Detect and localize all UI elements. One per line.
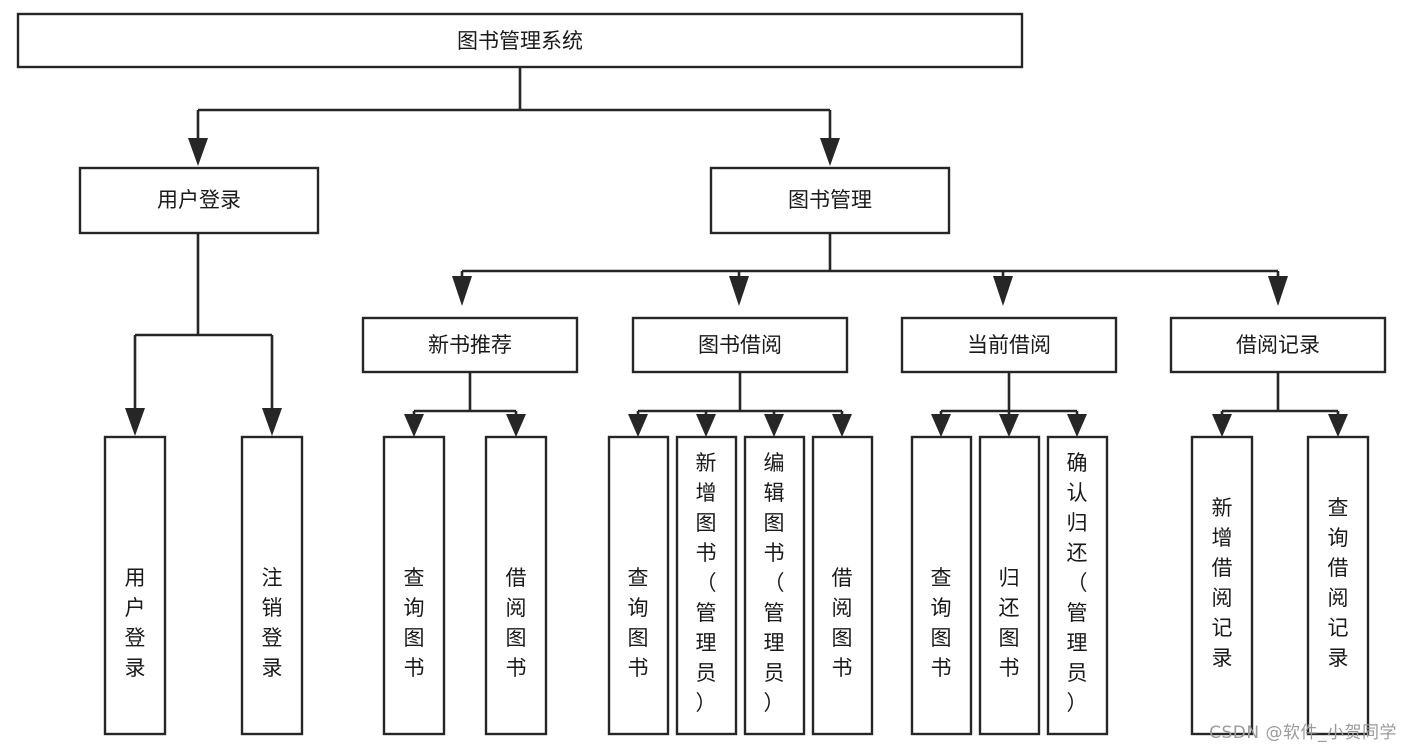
node-leaf-add-record[interactable]: 新增借阅记录 — [1190, 435, 1254, 736]
node-leaf-confirm-return-label: 确认归还（管理员） — [1067, 451, 1088, 715]
node-book-manage-box[interactable] — [709, 166, 951, 235]
node-leaf-query-book-3-label: 查询图书 — [931, 566, 952, 680]
node-leaf-query-book-1[interactable]: 查询图书 — [382, 435, 446, 736]
arrowhead-borrow-record — [1268, 276, 1288, 306]
arrowhead-leaf-add-book — [696, 414, 716, 437]
node-borrow-record-label: 借阅记录 — [1236, 333, 1320, 357]
node-leaf-confirm-return[interactable]: 确认归还（管理员） — [1046, 435, 1109, 736]
node-leaf-borrow-book-2[interactable]: 借阅图书 — [811, 435, 874, 736]
node-root-label: 图书管理系统 — [457, 29, 583, 53]
arrowhead-leaf-query-record — [1328, 414, 1348, 437]
arrowhead-new-book-rec — [452, 276, 472, 306]
arrowhead-current-borrow — [993, 276, 1013, 306]
node-leaf-borrow-book-1-box[interactable] — [484, 435, 548, 736]
arrowhead-leaf-logout-login — [262, 408, 282, 436]
node-book-manage-label: 图书管理 — [788, 188, 872, 212]
node-leaf-query-book-1-label: 查询图书 — [404, 566, 425, 680]
node-new-book-rec[interactable]: 新书推荐 — [361, 316, 579, 374]
node-leaf-add-book-box[interactable] — [675, 435, 738, 736]
node-leaf-user-login-label: 用户登录 — [125, 566, 146, 680]
node-borrow-record-box[interactable] — [1169, 316, 1387, 374]
arrowhead-book-borrow — [729, 276, 749, 306]
arrowhead-leaf-add-record — [1212, 414, 1232, 437]
node-leaf-edit-book-label: 编辑图书（管理员） — [764, 451, 785, 715]
node-leaf-query-book-2[interactable]: 查询图书 — [607, 435, 670, 736]
node-leaf-borrow-book-1[interactable]: 借阅图书 — [484, 435, 548, 736]
arrowhead-leaf-query-book-1 — [404, 414, 424, 437]
node-leaf-add-book-label: 新增图书（管理员） — [696, 451, 717, 715]
node-current-borrow-label: 当前借阅 — [967, 333, 1051, 357]
node-leaf-user-login-box[interactable] — [103, 435, 167, 736]
watermark-text: CSDN @软件_小贺同学 — [1209, 723, 1397, 743]
node-leaf-edit-book-box[interactable] — [743, 435, 806, 736]
node-leaf-logout-login[interactable]: 注销登录 — [240, 435, 304, 736]
node-user-login[interactable]: 用户登录 — [78, 166, 320, 235]
connector-layer — [125, 67, 1348, 437]
node-leaf-logout-login-box[interactable] — [240, 435, 304, 736]
node-new-book-rec-label: 新书推荐 — [428, 333, 512, 357]
node-current-borrow[interactable]: 当前借阅 — [900, 316, 1118, 374]
node-leaf-query-record-box[interactable] — [1306, 435, 1370, 736]
node-leaf-add-record-box[interactable] — [1190, 435, 1254, 736]
node-leaf-borrow-book-2-label: 借阅图书 — [832, 566, 853, 680]
node-leaf-query-book-2-box[interactable] — [607, 435, 670, 736]
node-new-book-rec-box[interactable] — [361, 316, 579, 374]
arrowhead-leaf-borrow-book-2 — [832, 414, 852, 437]
arrowhead-leaf-user-login — [125, 408, 145, 436]
node-leaf-query-book-3[interactable]: 查询图书 — [910, 435, 973, 736]
node-leaf-query-record-label: 查询借阅记录 — [1328, 496, 1349, 670]
node-leaf-return-book[interactable]: 归还图书 — [978, 435, 1041, 736]
node-leaf-edit-book[interactable]: 编辑图书（管理员） — [743, 435, 806, 736]
node-leaf-query-book-1-box[interactable] — [382, 435, 446, 736]
node-user-login-label: 用户登录 — [157, 188, 241, 212]
node-borrow-record[interactable]: 借阅记录 — [1169, 316, 1387, 374]
node-leaf-return-book-label: 归还图书 — [999, 566, 1020, 680]
node-leaf-query-book-3-box[interactable] — [910, 435, 973, 736]
node-leaf-borrow-book-2-box[interactable] — [811, 435, 874, 736]
node-root[interactable]: 图书管理系统 — [16, 12, 1024, 69]
node-root-box[interactable] — [16, 12, 1024, 69]
node-leaf-add-book[interactable]: 新增图书（管理员） — [675, 435, 738, 736]
node-user-login-box[interactable] — [78, 166, 320, 235]
node-current-borrow-box[interactable] — [900, 316, 1118, 374]
node-leaf-confirm-return-box[interactable] — [1046, 435, 1109, 736]
arrowhead-book-manage — [820, 138, 840, 166]
node-book-manage[interactable]: 图书管理 — [709, 166, 951, 235]
arrowhead-leaf-query-book-2 — [628, 414, 648, 437]
node-leaf-borrow-book-1-label: 借阅图书 — [506, 566, 527, 680]
arrowhead-leaf-return-book — [999, 414, 1019, 437]
node-leaf-add-record-label: 新增借阅记录 — [1212, 496, 1233, 670]
arrowhead-leaf-query-book-3 — [931, 414, 951, 437]
arrowhead-leaf-edit-book — [764, 414, 784, 437]
arrowhead-leaf-borrow-book-1 — [506, 414, 526, 437]
node-leaf-logout-login-label: 注销登录 — [262, 566, 283, 680]
node-leaf-return-book-box[interactable] — [978, 435, 1041, 736]
arrowhead-user-login — [188, 138, 208, 166]
arrowhead-leaf-confirm-return — [1067, 414, 1087, 437]
node-leaf-query-book-2-label: 查询图书 — [628, 566, 649, 680]
node-leaf-query-record[interactable]: 查询借阅记录 — [1306, 435, 1370, 736]
node-leaf-user-login[interactable]: 用户登录 — [103, 435, 167, 736]
node-book-borrow-box[interactable] — [631, 316, 849, 374]
node-book-borrow[interactable]: 图书借阅 — [631, 316, 849, 374]
node-book-borrow-label: 图书借阅 — [698, 333, 782, 357]
